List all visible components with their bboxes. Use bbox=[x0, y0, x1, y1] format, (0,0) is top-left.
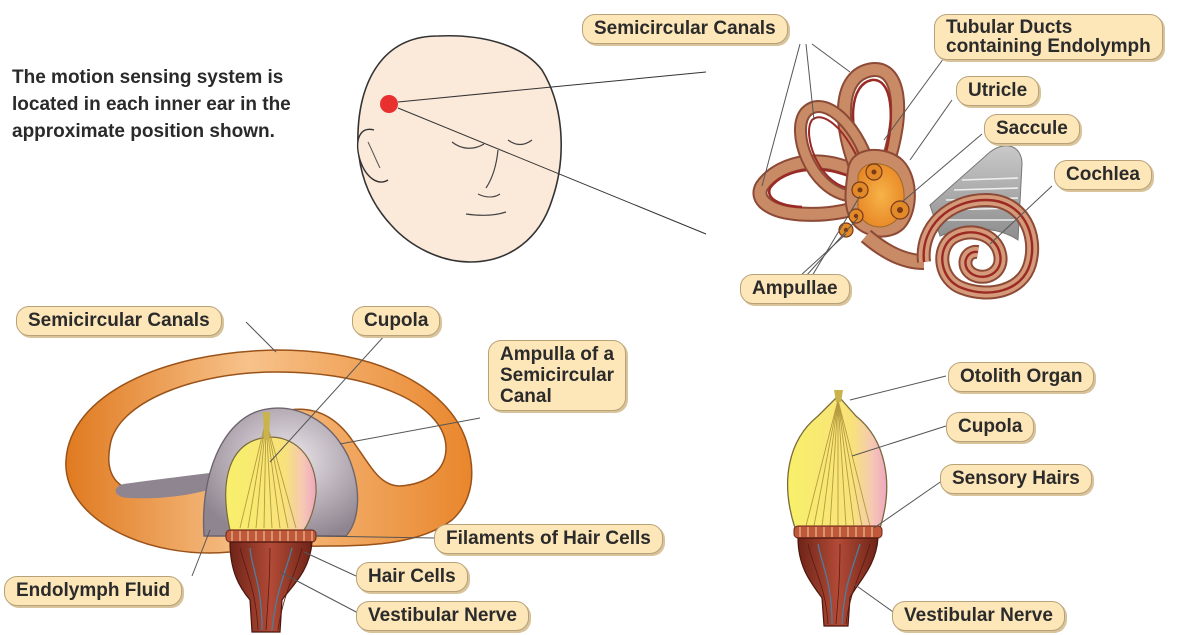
head-illustration bbox=[358, 36, 562, 262]
label-saccule: Saccule bbox=[984, 114, 1080, 144]
label-hair-cells: Hair Cells bbox=[356, 562, 468, 592]
label-vestibular-nerve-left: Vestibular Nerve bbox=[356, 601, 529, 631]
label-vestibular-nerve-right: Vestibular Nerve bbox=[892, 601, 1065, 631]
label-semicircular-canals-bottom: Semicircular Canals bbox=[16, 306, 222, 336]
intro-line-2: located in each inner ear in the bbox=[12, 91, 357, 118]
label-cochlea: Cochlea bbox=[1054, 160, 1152, 190]
label-ampulla-line-1: Ampulla of a bbox=[500, 344, 614, 365]
label-semicircular-canals-top: Semicircular Canals bbox=[582, 14, 788, 44]
label-sensory-hairs: Sensory Hairs bbox=[940, 464, 1092, 494]
label-utricle: Utricle bbox=[956, 76, 1039, 106]
label-ampullae: Ampullae bbox=[740, 274, 850, 304]
label-filaments-of-hair-cells: Filaments of Hair Cells bbox=[434, 524, 663, 554]
label-cupola-left: Cupola bbox=[352, 306, 440, 336]
label-cupola-right: Cupola bbox=[946, 412, 1034, 442]
otolith-organ-illustration bbox=[788, 390, 887, 626]
label-endolymph-fluid: Endolymph Fluid bbox=[4, 576, 182, 606]
ear-location-dot bbox=[380, 95, 398, 113]
intro-line-3: approximate position shown. bbox=[12, 118, 357, 145]
label-tubular-ducts-line-2: containing Endolymph bbox=[946, 37, 1151, 56]
label-ampulla-line-3: Canal bbox=[500, 386, 614, 407]
label-otolith-organ: Otolith Organ bbox=[948, 362, 1094, 392]
label-ampulla-of-canal: Ampulla of a Semicircular Canal bbox=[488, 340, 626, 411]
label-tubular-ducts: Tubular Ducts containing Endolymph bbox=[934, 14, 1163, 60]
intro-line-1: The motion sensing system is bbox=[12, 64, 357, 91]
label-tubular-ducts-line-1: Tubular Ducts bbox=[946, 18, 1151, 37]
intro-text: The motion sensing system is located in … bbox=[12, 64, 357, 145]
label-ampulla-line-2: Semicircular bbox=[500, 365, 614, 386]
